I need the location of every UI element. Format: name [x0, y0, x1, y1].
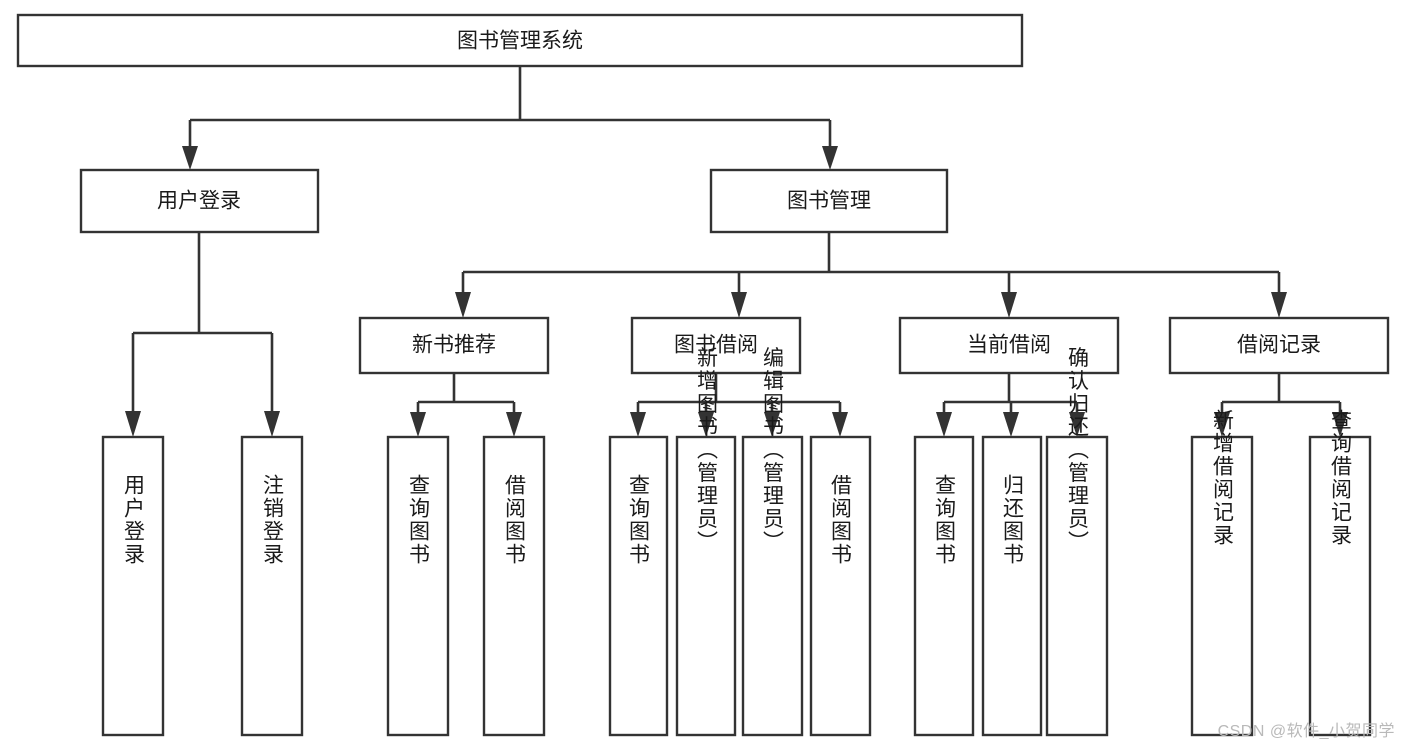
- node-leaf-query-book-2[interactable]: 查询图书: [608, 435, 669, 737]
- node-book-manage[interactable]: 图书管理: [709, 168, 949, 234]
- node-leaf-add-record-label: 新增借阅记录: [1211, 409, 1235, 547]
- connector-bookborrow-to-leaves: [630, 373, 848, 437]
- node-leaf-add-record[interactable]: 新增借阅记录: [1190, 409, 1254, 737]
- node-leaf-query-record-label: 查询借阅记录: [1329, 409, 1353, 547]
- node-user-login[interactable]: 用户登录: [79, 168, 320, 234]
- node-leaf-user-login-label: 用户登录: [122, 474, 146, 566]
- node-leaf-user-login[interactable]: 用户登录: [101, 435, 165, 737]
- connector-currentborrow-to-leaves: [936, 373, 1085, 437]
- csdn-watermark: CSDN @软件_小贺同学: [1217, 723, 1395, 740]
- node-root[interactable]: 图书管理系统: [16, 13, 1024, 68]
- node-borrow-record[interactable]: 借阅记录: [1168, 316, 1390, 375]
- node-leaf-edit-book[interactable]: 编辑图书（管理员）: [741, 347, 804, 737]
- connector-newbook-to-leaves: [410, 373, 522, 437]
- node-leaf-add-book[interactable]: 新增图书（管理员）: [675, 347, 737, 737]
- node-current-borrow-label: 当前借阅: [967, 334, 1051, 357]
- node-book-borrow[interactable]: 图书借阅: [630, 316, 802, 375]
- node-book-manage-label: 图书管理: [787, 190, 871, 213]
- node-user-login-label: 用户登录: [157, 190, 241, 213]
- node-new-book-rec-label: 新书推荐: [412, 334, 496, 357]
- node-root-label: 图书管理系统: [457, 30, 583, 53]
- node-book-borrow-label: 图书借阅: [674, 334, 758, 357]
- connector-userlogin-to-leaves: [125, 232, 280, 437]
- connector-root-to-level2: [182, 66, 838, 170]
- node-leaf-borrow-book-1[interactable]: 借阅图书: [482, 435, 546, 737]
- node-current-borrow[interactable]: 当前借阅: [898, 316, 1120, 375]
- node-leaf-confirm-return-label: 确认归还（管理员）: [1066, 347, 1090, 554]
- node-leaf-query-record[interactable]: 查询借阅记录: [1308, 409, 1372, 737]
- node-leaf-user-logout-label: 注销登录: [261, 474, 285, 566]
- node-leaf-query-book-2-label: 查询图书: [627, 474, 651, 566]
- node-borrow-record-label: 借阅记录: [1237, 334, 1321, 357]
- node-leaf-add-book-label: 新增图书（管理员）: [695, 347, 719, 554]
- node-leaf-edit-book-label: 编辑图书（管理员）: [761, 347, 785, 554]
- node-leaf-query-book-3-label: 查询图书: [933, 474, 957, 566]
- node-leaf-query-book-1[interactable]: 查询图书: [386, 435, 450, 737]
- connector-bookmanage-to-level3: [455, 232, 1287, 318]
- node-leaf-return-book[interactable]: 归还图书: [981, 435, 1043, 737]
- node-leaf-borrow-book-2-label: 借阅图书: [829, 474, 853, 566]
- connector-borrowrecord-to-leaves: [1214, 373, 1348, 437]
- node-leaf-query-book-1-label: 查询图书: [407, 474, 431, 566]
- node-leaf-query-book-3[interactable]: 查询图书: [913, 435, 975, 737]
- node-new-book-rec[interactable]: 新书推荐: [358, 316, 550, 375]
- node-leaf-borrow-book-1-label: 借阅图书: [503, 474, 527, 566]
- node-leaf-borrow-book-2[interactable]: 借阅图书: [809, 435, 872, 737]
- node-leaf-return-book-label: 归还图书: [1001, 474, 1025, 566]
- node-leaf-user-logout[interactable]: 注销登录: [240, 435, 304, 737]
- node-leaf-confirm-return[interactable]: 确认归还（管理员）: [1045, 347, 1109, 737]
